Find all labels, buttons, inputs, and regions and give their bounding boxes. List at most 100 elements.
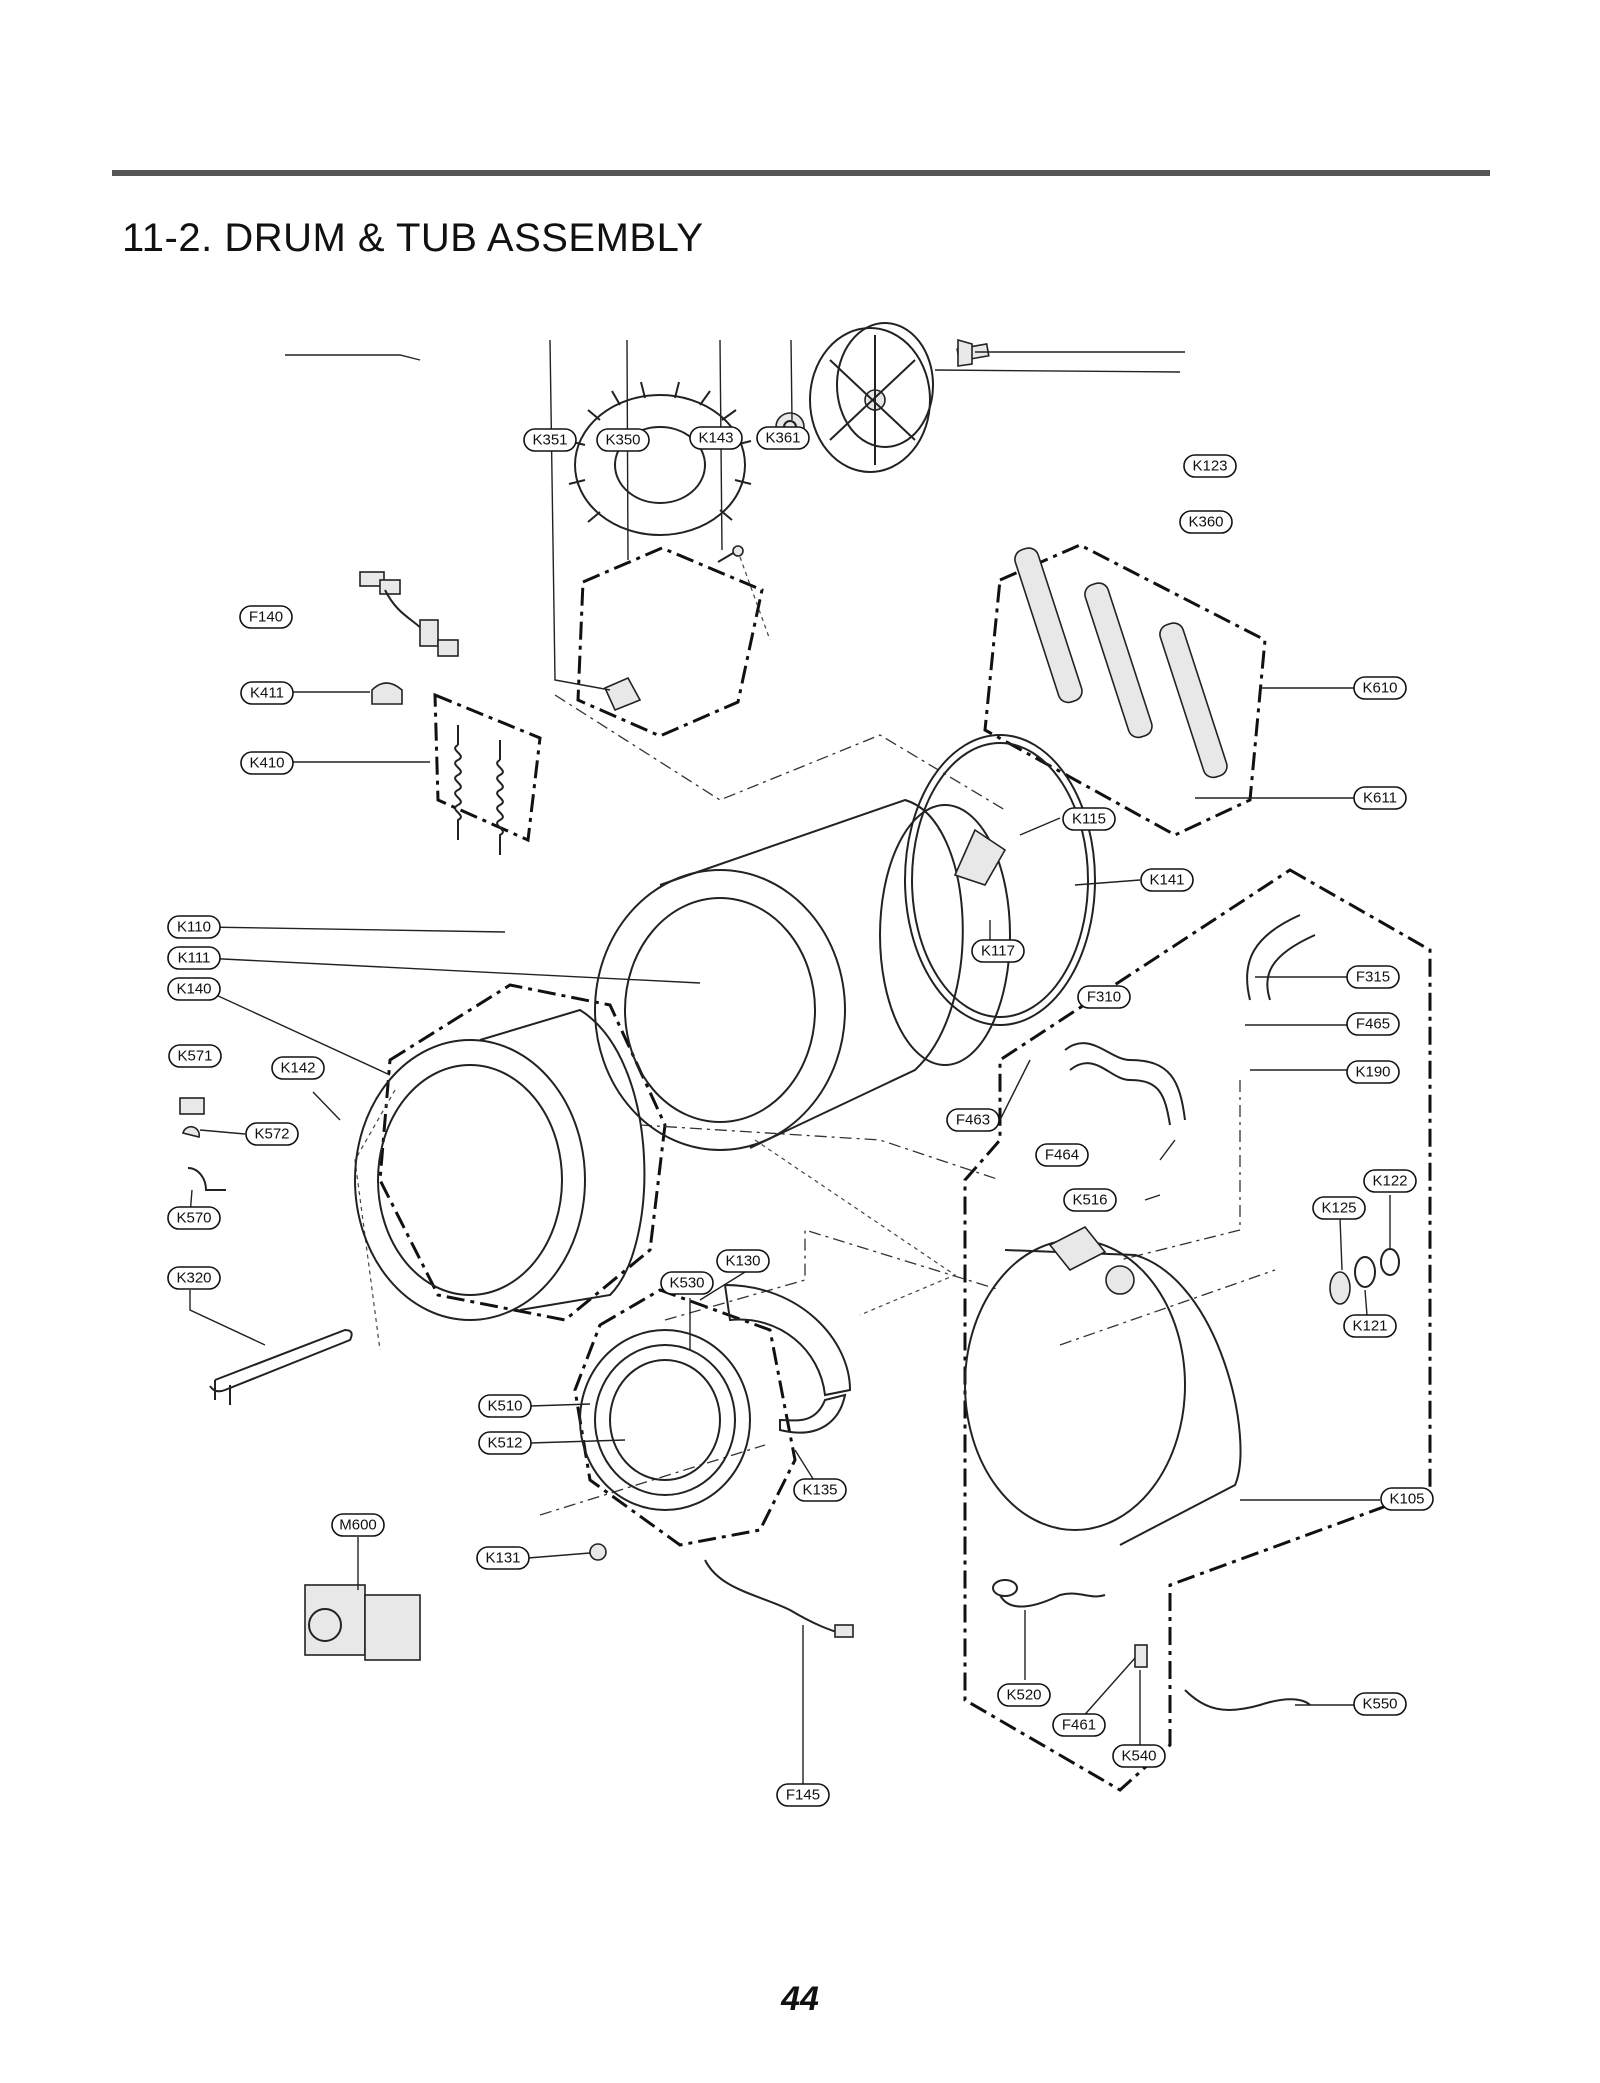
svg-text:K131: K131 xyxy=(485,1550,520,1567)
hose-k571-k572-k570 xyxy=(179,1097,226,1191)
part-label: K611 xyxy=(1353,786,1407,810)
hose-f310 xyxy=(1064,1042,1186,1126)
part-label: F461 xyxy=(1052,1713,1106,1737)
svg-text:F145: F145 xyxy=(786,1787,820,1804)
svg-text:K410: K410 xyxy=(249,755,284,772)
part-label: K110 xyxy=(167,915,221,939)
svg-text:K122: K122 xyxy=(1372,1173,1407,1190)
page-title: 11-2. DRUM & TUB ASSEMBLY xyxy=(122,216,704,260)
part-label: K510 xyxy=(478,1394,532,1418)
part-label: K105 xyxy=(1380,1487,1434,1511)
svg-text:F461: F461 xyxy=(1062,1717,1096,1734)
svg-text:K572: K572 xyxy=(254,1126,289,1143)
part-label: K140 xyxy=(167,977,221,1001)
drain-k520 xyxy=(992,1579,1106,1608)
hose-f315 xyxy=(1246,914,1316,1001)
svg-text:K411: K411 xyxy=(250,685,284,702)
part-label: K411 xyxy=(240,681,294,705)
part-label: K520 xyxy=(997,1683,1051,1707)
svg-text:K117: K117 xyxy=(981,943,1015,960)
heater-k320 xyxy=(209,1328,353,1405)
sensor-k540-k550 xyxy=(1134,1644,1311,1711)
part-label: F315 xyxy=(1346,965,1400,989)
part-label: K610 xyxy=(1353,676,1407,700)
svg-text:K550: K550 xyxy=(1362,1696,1397,1713)
svg-text:K141: K141 xyxy=(1149,872,1184,889)
part-label: M600 xyxy=(331,1513,385,1537)
svg-text:K111: K111 xyxy=(178,950,211,967)
part-label: K361 xyxy=(756,426,810,450)
part-label: F465 xyxy=(1346,1012,1400,1036)
screw-k131 xyxy=(589,1543,607,1561)
svg-text:K142: K142 xyxy=(280,1060,315,1077)
part-label: F310 xyxy=(1077,985,1131,1009)
svg-text:K540: K540 xyxy=(1121,1748,1156,1765)
part-label: K540 xyxy=(1112,1744,1166,1768)
svg-text:K610: K610 xyxy=(1362,680,1397,697)
svg-text:K130: K130 xyxy=(725,1253,760,1270)
part-label: K130 xyxy=(716,1249,770,1273)
svg-text:F315: F315 xyxy=(1356,969,1390,986)
group-boundaries xyxy=(378,543,1432,1792)
svg-text:K611: K611 xyxy=(1363,790,1397,807)
svg-text:K360: K360 xyxy=(1188,514,1223,531)
bracket-k351 xyxy=(603,676,642,712)
harness-f145 xyxy=(704,1559,854,1638)
header-rule xyxy=(112,170,1490,176)
part-label: K123 xyxy=(1183,454,1237,478)
part-label: K350 xyxy=(596,428,650,452)
part-label: K320 xyxy=(167,1266,221,1290)
svg-text:K115: K115 xyxy=(1072,811,1106,828)
ring-k130 xyxy=(723,1283,852,1434)
part-label: K141 xyxy=(1140,868,1194,892)
front-tub-k140 xyxy=(354,1008,646,1321)
part-label: K572 xyxy=(245,1122,299,1146)
svg-text:F465: F465 xyxy=(1356,1016,1390,1033)
leader-lines xyxy=(189,339,1391,1795)
part-label: K125 xyxy=(1312,1196,1366,1220)
part-label: K570 xyxy=(167,1206,221,1230)
svg-text:K512: K512 xyxy=(487,1435,522,1452)
svg-text:K351: K351 xyxy=(532,432,567,449)
part-label: K121 xyxy=(1343,1314,1397,1338)
svg-text:F463: F463 xyxy=(956,1112,990,1129)
gasket-k510 xyxy=(579,1329,751,1511)
stator-k350 xyxy=(568,381,752,536)
svg-text:K320: K320 xyxy=(176,1270,211,1287)
svg-text:K571: K571 xyxy=(177,1048,212,1065)
drum-k110 xyxy=(594,798,1011,1151)
svg-text:F140: F140 xyxy=(249,609,283,626)
svg-text:K520: K520 xyxy=(1006,1687,1041,1704)
svg-text:K140: K140 xyxy=(176,981,211,998)
svg-text:K121: K121 xyxy=(1352,1318,1387,1335)
part-label: K131 xyxy=(476,1546,530,1570)
svg-text:K143: K143 xyxy=(698,430,733,447)
part-label: K410 xyxy=(240,751,294,775)
part-label: K142 xyxy=(271,1056,325,1080)
svg-text:K135: K135 xyxy=(802,1482,837,1499)
bolt-k123 xyxy=(956,338,990,367)
part-label: K135 xyxy=(793,1478,847,1502)
part-label: K143 xyxy=(689,426,743,450)
part-label: K190 xyxy=(1346,1060,1400,1084)
springs-k410 xyxy=(454,725,504,855)
part-label: K530 xyxy=(660,1271,714,1295)
part-label: K122 xyxy=(1363,1169,1417,1193)
svg-text:K361: K361 xyxy=(765,430,800,447)
svg-text:K350: K350 xyxy=(605,432,640,449)
tub-rear-k105 xyxy=(964,1225,1242,1546)
dampers-k610 xyxy=(1014,547,1228,779)
svg-text:K570: K570 xyxy=(176,1210,211,1227)
part-label: K550 xyxy=(1353,1692,1407,1716)
alignment-lines xyxy=(354,556,1276,1516)
motor-m600 xyxy=(304,1584,421,1661)
svg-text:K516: K516 xyxy=(1072,1192,1107,1209)
svg-text:K105: K105 xyxy=(1389,1491,1424,1508)
part-label: F463 xyxy=(946,1108,1000,1132)
svg-text:K190: K190 xyxy=(1355,1064,1390,1081)
part-labels: K351 K350 K143 K361 K123 K360 F140 K411 … xyxy=(167,426,1434,1807)
part-label: K516 xyxy=(1063,1188,1117,1212)
svg-text:K510: K510 xyxy=(487,1398,522,1415)
part-label: K115 xyxy=(1062,807,1116,831)
